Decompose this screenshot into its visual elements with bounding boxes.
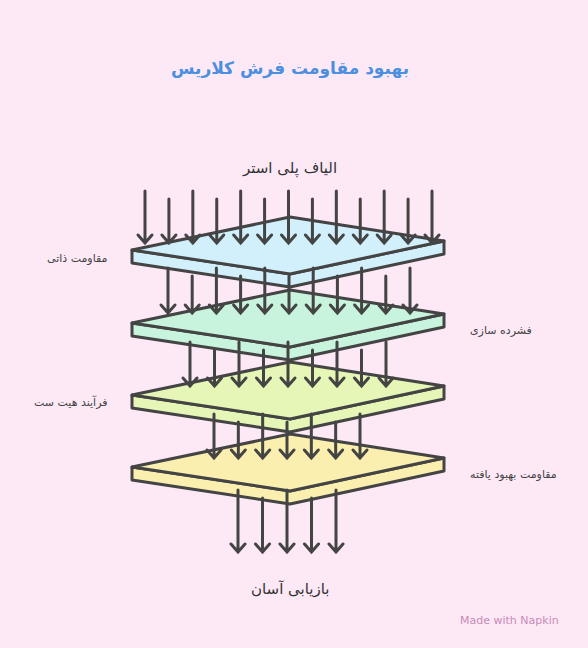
flow-arrow xyxy=(231,422,245,458)
flow-arrow xyxy=(306,350,320,386)
flow-arrow xyxy=(379,276,393,313)
flow-arrow xyxy=(282,191,296,243)
flow-arrow xyxy=(282,276,296,313)
layer-label-box: مقاومت ذاتی xyxy=(47,252,108,265)
flow-arrow xyxy=(257,350,271,386)
flow-arrow xyxy=(185,276,199,313)
flow-arrow xyxy=(355,268,369,313)
layer-label: مقاومت ذاتی xyxy=(47,252,108,265)
layer-label: فرآیند هیت ست xyxy=(34,396,107,409)
layer-label-box: فشرده سازی xyxy=(470,324,532,337)
flow-arrow xyxy=(403,268,417,313)
flow-arrow xyxy=(209,268,223,313)
layer-label: فشرده سازی xyxy=(470,324,532,337)
flow-arrow xyxy=(329,191,343,243)
flow-arrow xyxy=(330,342,344,386)
flow-arrow xyxy=(256,414,270,458)
flow-arrow xyxy=(353,414,367,458)
flow-arrow xyxy=(306,268,320,313)
flow-arrow xyxy=(162,199,176,243)
flow-arrow xyxy=(281,342,295,386)
flow-arrow xyxy=(161,268,175,313)
flow-arrow xyxy=(305,199,319,243)
flow-arrow xyxy=(231,490,245,552)
flow-arrow xyxy=(379,342,393,386)
flow-arrow xyxy=(183,342,197,386)
flow-arrow xyxy=(401,199,415,243)
layer-label-box: مقاومت بهبود یافته xyxy=(470,468,557,481)
diagram-title: بهبود مقاومت فرش کلاریس xyxy=(171,58,409,78)
flow-arrow xyxy=(208,350,222,386)
input-label: الیاف پلی استر xyxy=(243,159,337,177)
flow-arrow xyxy=(425,191,439,243)
flow-arrow xyxy=(186,191,200,243)
flow-arrow xyxy=(355,350,369,386)
flow-arrow xyxy=(256,498,270,552)
flow-arrow xyxy=(329,490,343,552)
flow-arrow xyxy=(234,276,248,313)
flow-arrow xyxy=(258,268,272,313)
flow-arrow xyxy=(304,414,318,458)
flow-arrow xyxy=(353,199,367,243)
flow-arrow xyxy=(207,414,221,458)
flow-arrow xyxy=(138,191,152,243)
flow-arrow xyxy=(258,199,272,243)
flow-arrow xyxy=(329,422,343,458)
flow-arrow xyxy=(330,276,344,313)
flow-arrow xyxy=(280,490,294,552)
output-label: بازیابی آسان xyxy=(251,580,330,598)
watermark: Made with Napkin xyxy=(460,614,559,627)
flow-arrow xyxy=(232,342,246,386)
flow-arrow xyxy=(210,199,224,243)
layer-label-box: فرآیند هیت ست xyxy=(34,396,107,409)
layer-label: مقاومت بهبود یافته xyxy=(470,468,557,481)
flow-arrow xyxy=(280,422,294,458)
flow-arrow xyxy=(305,498,319,552)
flow-arrow xyxy=(377,191,391,243)
flow-arrow xyxy=(234,191,248,243)
